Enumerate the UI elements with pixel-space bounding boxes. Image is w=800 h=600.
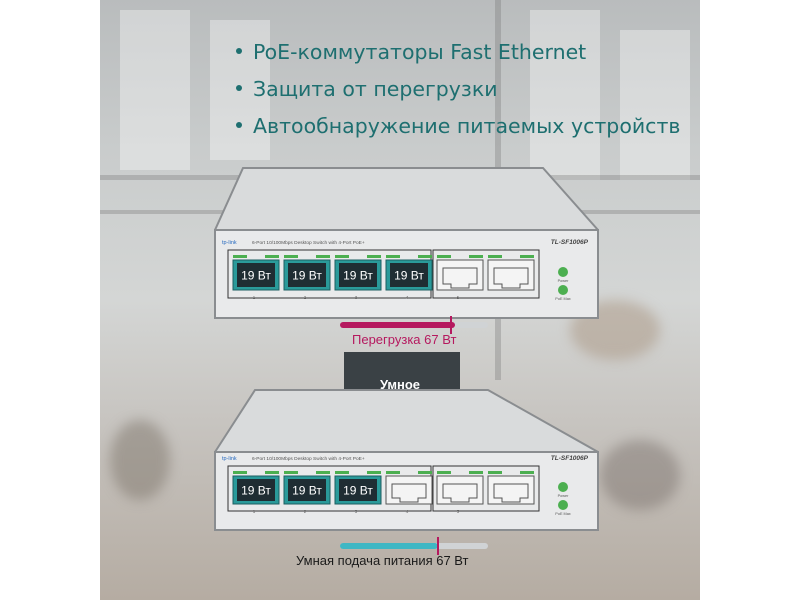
arrow-label-line: Умное (379, 377, 421, 392)
feature-list: PoE-коммутаторы Fast Ethernet Защита от … (236, 34, 680, 145)
overload-marker (450, 316, 452, 334)
bullet-icon (236, 122, 242, 128)
arrow-label-line: питания (373, 413, 427, 428)
feature-item: PoE-коммутаторы Fast Ethernet (236, 34, 680, 71)
arrow-label: Умное распределение питания (338, 376, 462, 430)
arrow-label-line: распределение (350, 395, 450, 410)
feature-item: Защита от перегрузки (236, 71, 680, 108)
bullet-icon (236, 85, 242, 91)
smart-supply-fill (340, 543, 438, 549)
feature-item: Автообнаружение питаемых устройств (236, 108, 680, 145)
smart-supply-marker (437, 537, 439, 555)
overload-fill (340, 322, 456, 328)
smart-supply-caption: Умная подача питания 67 Вт (296, 553, 469, 568)
bullet-icon (236, 48, 242, 54)
overload-caption: Перегрузка 67 Вт (352, 332, 457, 347)
